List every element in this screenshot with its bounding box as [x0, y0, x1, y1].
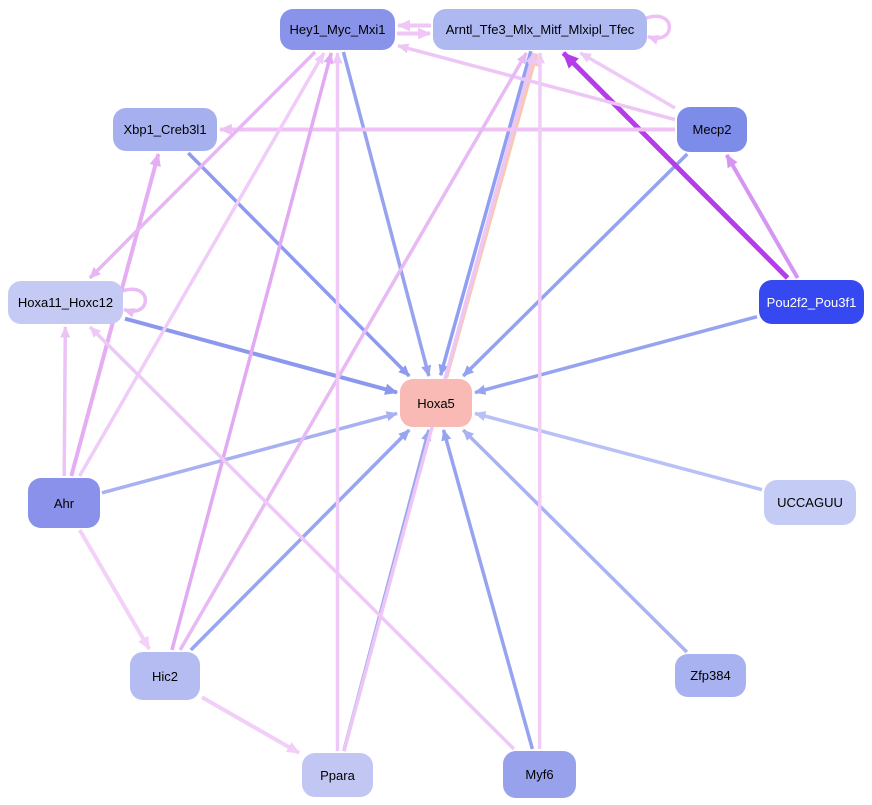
node-myf6[interactable]: Myf6	[503, 751, 576, 798]
edge-myf6-to-hoxa5[interactable]	[441, 429, 535, 750]
node-hic2[interactable]: Hic2	[130, 652, 200, 700]
edge-xbp1-to-hoxa5[interactable]	[187, 151, 411, 378]
edge-hic2-to-hey1[interactable]	[170, 52, 334, 651]
edge-mecp2-to-hey1[interactable]	[397, 43, 676, 122]
node-mecp2[interactable]: Mecp2	[677, 107, 747, 152]
edge-ahr-to-hoxa11[interactable]	[60, 326, 71, 477]
node-hoxa5-hub[interactable]: Hoxa5	[400, 379, 472, 427]
node-arntl-tfe3-mlx-mitf-mlxipl-tfec[interactable]: Arntl_Tfe3_Mlx_Mitf_Mlxipl_Tfec	[433, 9, 647, 50]
edge-myf6-to-hoxa11[interactable]	[88, 325, 516, 751]
edge-ahr-to-hic2[interactable]	[78, 528, 151, 651]
edge-arntl-to-hoxa5[interactable]	[438, 50, 533, 377]
edge-hic2-to-ppara[interactable]	[201, 695, 300, 755]
node-ppara[interactable]: Ppara	[302, 753, 373, 797]
node-xbp1-creb3l1[interactable]: Xbp1_Creb3l1	[113, 108, 217, 151]
edge-hoxa11-to-hoxa5[interactable]	[124, 316, 398, 395]
edge-zfp384-to-hoxa5[interactable]	[461, 428, 689, 654]
edge-mecp2-to-hoxa5[interactable]	[462, 152, 689, 378]
edge-uccaguu-to-hoxa5[interactable]	[474, 411, 763, 492]
node-ahr[interactable]: Ahr	[28, 478, 100, 528]
node-uccaguu[interactable]: UCCAGUU	[764, 480, 856, 525]
edge-hic2-to-arntl[interactable]	[178, 52, 528, 651]
edge-self-loop-hoxa11[interactable]	[120, 287, 148, 318]
node-pou2f2-pou3f1[interactable]: Pou2f2_Pou3f1	[759, 280, 864, 324]
node-zfp384[interactable]: Zfp384	[675, 654, 746, 697]
edge-ahr-to-hey1[interactable]	[78, 52, 326, 477]
edge-mecp2-to-arntl[interactable]	[579, 51, 676, 110]
edge-self-loop-arntl[interactable]	[644, 14, 672, 45]
edge-hic2-to-hoxa5[interactable]	[189, 428, 411, 652]
node-hey1-myc-mxi1[interactable]: Hey1_Myc_Mxi1	[280, 9, 395, 50]
edge-ahr-to-hoxa5[interactable]	[101, 411, 398, 495]
edge-pou2f2-to-hoxa5[interactable]	[474, 314, 758, 395]
edge-hey1-to-hoxa5[interactable]	[341, 51, 432, 377]
edge-hey1-to-hoxa11[interactable]	[88, 50, 317, 280]
edge-pou2f2-to-mecp2[interactable]	[724, 154, 800, 279]
edge-pou2f2-to-arntl[interactable]	[561, 51, 790, 280]
node-hoxa11-hoxc12[interactable]: Hoxa11_Hoxc12	[8, 281, 123, 324]
